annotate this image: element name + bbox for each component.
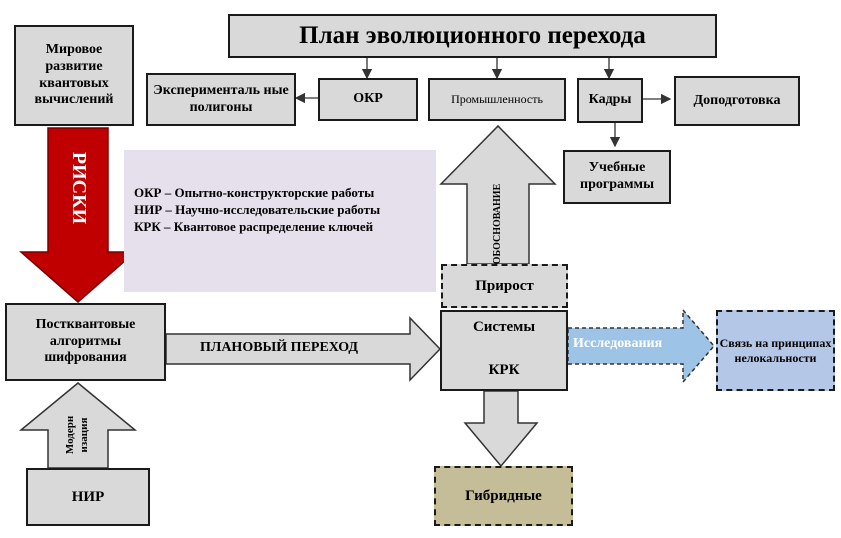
curricula-label: Учебные программы <box>580 160 654 192</box>
justification-arrow <box>439 124 557 265</box>
curricula-box: Учебные программы <box>563 150 671 204</box>
modernization-arrow <box>18 382 138 469</box>
qkd-systems-box: Системы КРК <box>440 310 568 391</box>
staff-box: Кадры <box>577 78 643 123</box>
abbreviations-legend: ОКР – Опытно-конструкторские работы НИР … <box>124 150 436 292</box>
justification-label: ОБОСНОВАНИЕ <box>492 183 503 265</box>
nir-label: НИР <box>71 489 105 505</box>
postquantum-label: Постквантовые алгоритмы шифрования <box>35 316 136 366</box>
risks-label: РИСКИ <box>68 151 90 225</box>
planned-transition-label: ПЛАНОВЫЙ ПЕРЕХОД <box>200 340 359 355</box>
world-quantum-label: Мировое развитие квантовых вычислений <box>34 41 114 108</box>
experimental-box: Эксперименталь ные полигоны <box>146 73 296 126</box>
hybrid-box: Гибридные <box>434 466 573 526</box>
okr-box: ОКР <box>318 78 418 121</box>
nir-box: НИР <box>26 468 150 526</box>
pretraining-box: Доподготовка <box>674 76 800 126</box>
okr-label: ОКР <box>353 91 383 107</box>
staff-label: Кадры <box>588 92 632 108</box>
research-arrow <box>567 307 715 385</box>
hybrid-arrow <box>463 390 539 468</box>
legend-item: НИР – Научно-исследовательские работы <box>134 202 381 217</box>
plan-title-box: План эволюционного перехода <box>228 14 717 58</box>
legend-item: ОКР – Опытно-конструкторские работы <box>134 185 375 200</box>
modernization-label-line: Модерн <box>64 415 76 455</box>
postquantum-box: Постквантовые алгоритмы шифрования <box>5 303 166 381</box>
growth-label: Прирост <box>475 278 534 294</box>
hybrid-label: Гибридные <box>465 488 542 504</box>
industry-box: Промышленность <box>428 78 566 121</box>
nonlocality-label: Связь на принципах нелокальности <box>719 336 832 365</box>
growth-box: Прирост <box>441 264 568 308</box>
qkd-label: КРК <box>488 362 520 378</box>
risks-arrow <box>19 127 137 303</box>
nonlocality-box: Связь на принципах нелокальности <box>716 310 835 391</box>
qkd-systems-label: Системы <box>472 319 536 335</box>
world-quantum-box: Мировое развитие квантовых вычислений <box>14 25 134 126</box>
plan-title: План эволюционного перехода <box>299 22 646 49</box>
modernization-label: Модерн изация <box>63 410 93 460</box>
experimental-label: Эксперименталь ные полигоны <box>153 82 289 115</box>
research-label: Исследования <box>573 336 663 351</box>
pretraining-label: Доподготовка <box>693 92 781 108</box>
modernization-label-line: изация <box>78 417 90 453</box>
planned-transition-arrow <box>165 316 442 382</box>
industry-label: Промышленность <box>451 92 543 107</box>
legend-item: КРК – Квантовое распределение ключей <box>134 219 374 234</box>
